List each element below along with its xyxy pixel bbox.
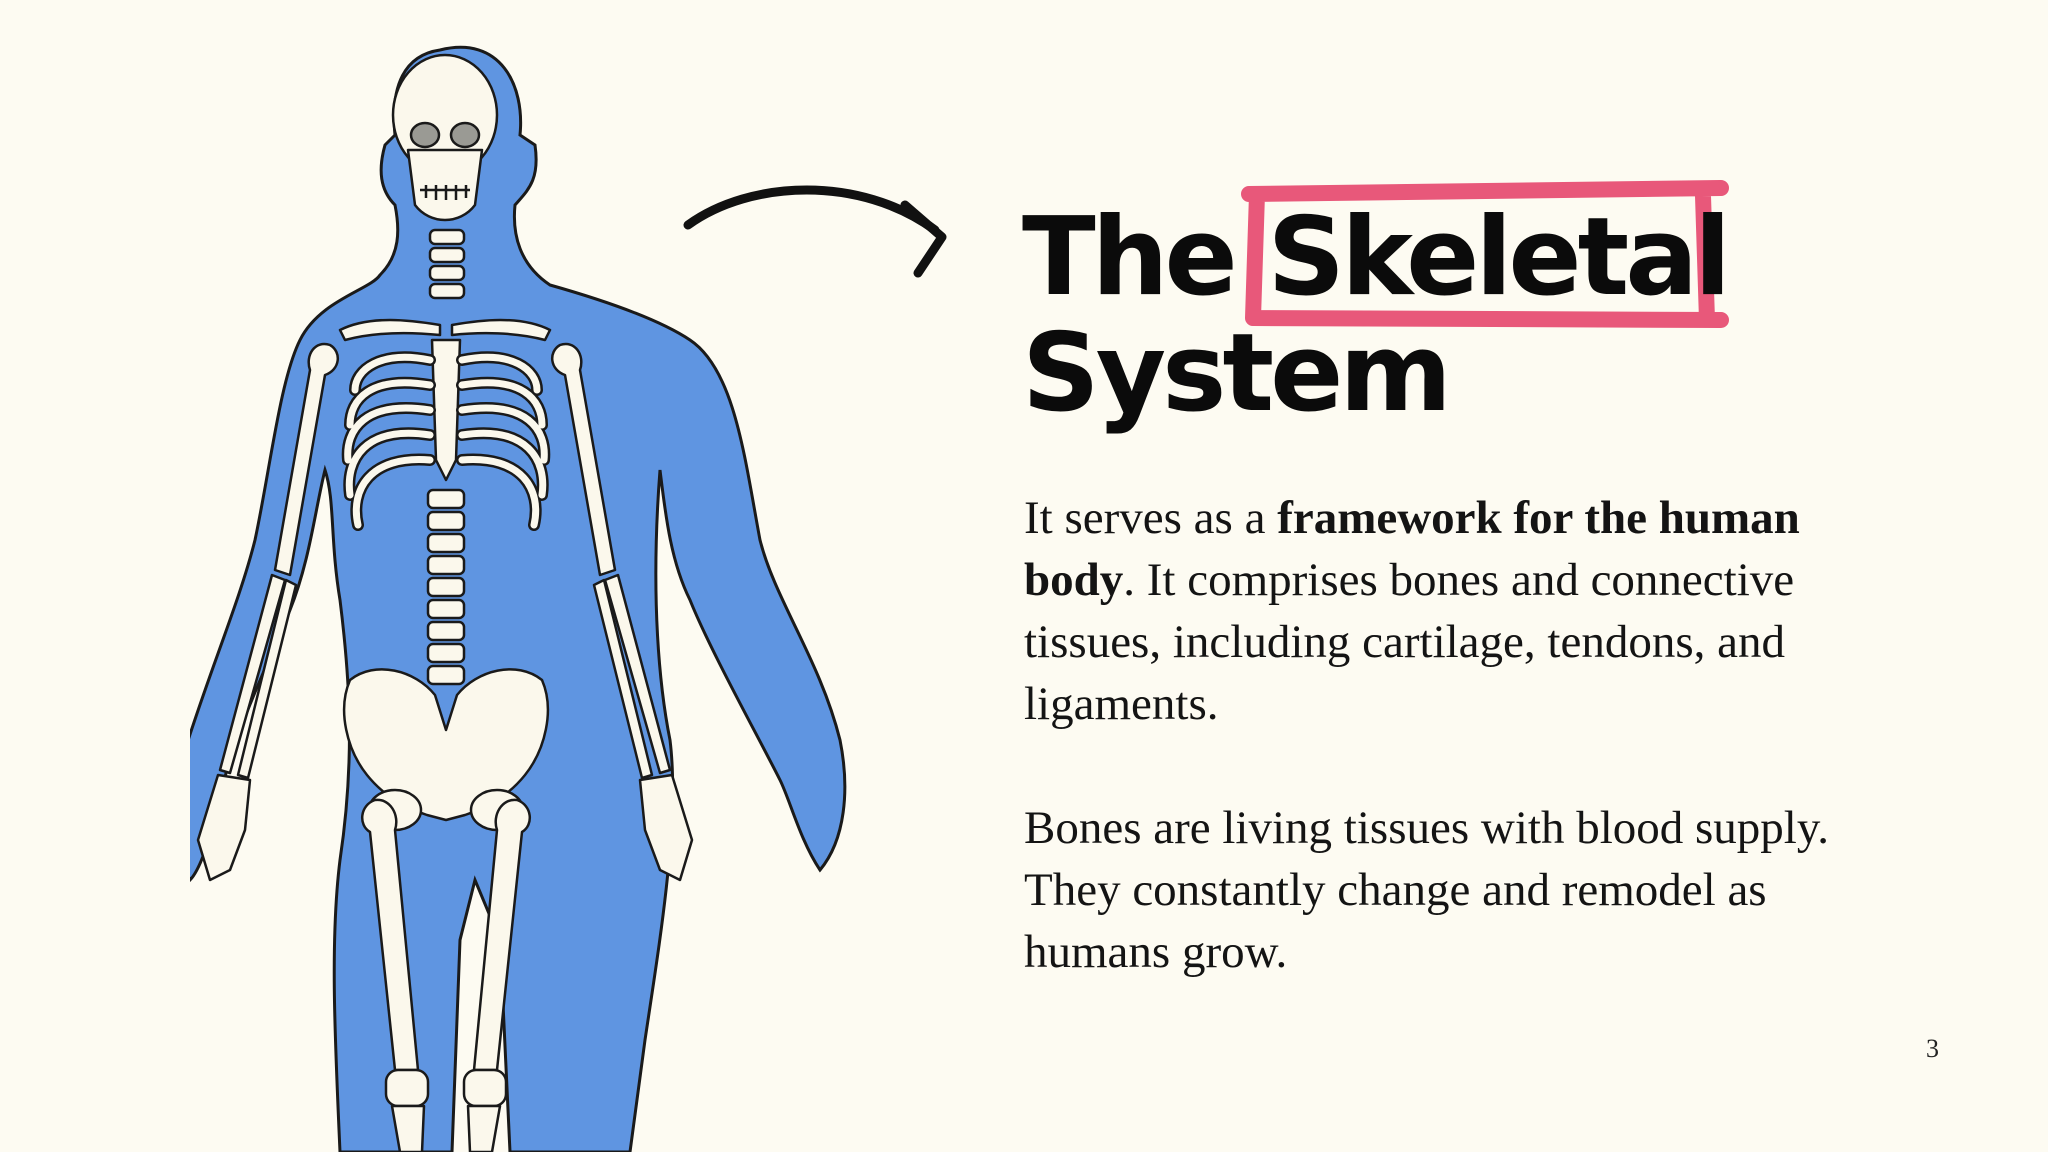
humerus-left <box>273 342 339 577</box>
title-line-1: The Skeletal <box>1022 180 1731 328</box>
paragraph-1-text-continued: . It comprises bones and connective tiss… <box>1024 554 1795 730</box>
page-number: 3 <box>1926 1034 1939 1063</box>
title-prefix: The <box>1022 195 1238 320</box>
hand-right <box>638 773 694 882</box>
title-line-2: System <box>1022 311 1452 436</box>
spine <box>426 488 466 686</box>
slide-title: The Skeletal System <box>1022 180 1731 436</box>
paragraph-2: Bones are living tissues with blood supp… <box>1024 802 1830 978</box>
paragraph-1-text: It serves as a <box>1024 492 1278 544</box>
title-highlight-word: Skeletal <box>1267 195 1731 320</box>
clavicle-left <box>338 318 442 342</box>
body-copy: It serves as a framework for the human b… <box>1024 487 1844 983</box>
pelvis <box>342 668 550 822</box>
arrow-icon <box>683 185 947 278</box>
clavicle-right <box>450 318 552 342</box>
sternum <box>430 338 462 482</box>
skeleton-illustration <box>190 45 847 1152</box>
title-highlight: Skeletal <box>1241 180 1731 328</box>
jaw <box>406 148 484 222</box>
humerus-right <box>551 342 617 577</box>
highlight-box-icon <box>1241 180 1730 328</box>
paragraph-1: It serves as a framework for the human b… <box>1024 487 1844 735</box>
paragraph-1-emphasis: framework for the human body <box>1024 492 1800 606</box>
hand-left <box>196 773 252 882</box>
